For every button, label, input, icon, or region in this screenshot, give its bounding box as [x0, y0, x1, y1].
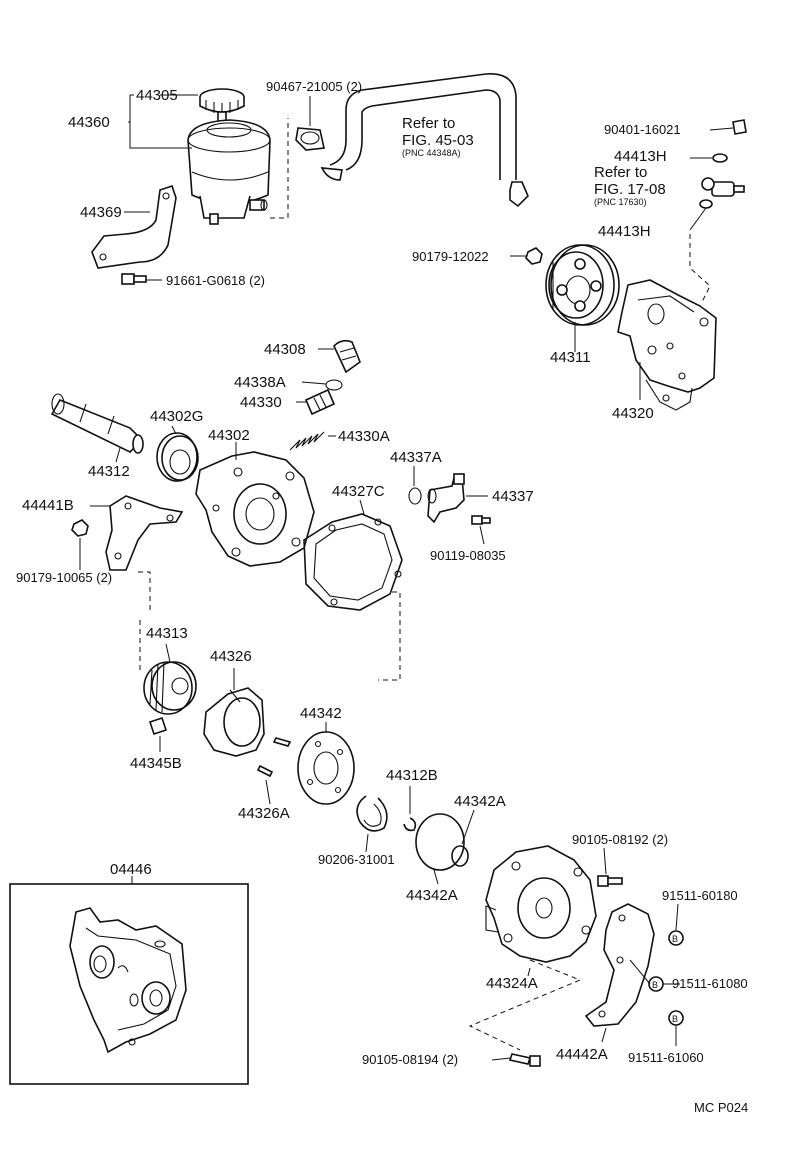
- label-44413H-bottom: 44413H: [598, 223, 651, 240]
- bracket-44441B: [105, 495, 184, 571]
- label-refer-fig-45-03-a: Refer to: [402, 115, 455, 132]
- label-91511-61060: 91511-61060: [628, 1050, 704, 1065]
- pressure-switch: [701, 177, 745, 197]
- gasket-44327C: [303, 513, 403, 611]
- label-90401-16021: 90401-16021: [604, 122, 681, 137]
- svg-text:B: B: [672, 934, 678, 944]
- label-44442A: 44442A: [556, 1046, 608, 1063]
- flow-control-valve: [304, 388, 336, 416]
- bolt-90105-08192: [597, 875, 623, 887]
- label-91511-61080: 91511-61080: [672, 976, 748, 991]
- bolt-B-3: B: [668, 1010, 684, 1026]
- label-44312: 44312: [88, 463, 130, 480]
- label-44302G: 44302G: [150, 408, 203, 425]
- pin-upper: [272, 737, 292, 747]
- label-44312B: 44312B: [386, 767, 438, 784]
- label-91661-G0618: 91661-G0618 (2): [166, 273, 265, 288]
- label-90206-31001: 90206-31001: [318, 852, 395, 867]
- label-44326A: 44326A: [238, 805, 290, 822]
- svg-text:B: B: [672, 1014, 678, 1024]
- o-ring-44342A-small: [451, 845, 469, 867]
- pin-lower: [256, 764, 274, 778]
- label-44311: 44311: [550, 349, 591, 366]
- nut-90179-10065: [71, 519, 89, 537]
- pulley-nut: [525, 247, 543, 265]
- label-44330A: 44330A: [338, 428, 390, 445]
- label-44342A-lower: 44342A: [406, 887, 458, 904]
- label-90105-08192: 90105-08192 (2): [572, 832, 668, 847]
- label-04446: 04446: [110, 861, 152, 878]
- page-code: MC P024: [694, 1100, 748, 1115]
- inlet-union-44337: [427, 473, 465, 524]
- label-44305: 44305: [136, 87, 178, 104]
- label-refer-fig-17-08-a: Refer to: [594, 164, 647, 181]
- hose-clamp-top: [295, 127, 325, 151]
- vane-44345B: [148, 716, 168, 736]
- pump-body: [617, 279, 717, 411]
- o-ring-44338A: [325, 379, 343, 391]
- union-bolt-top: [732, 119, 747, 135]
- label-44338A: 44338A: [234, 374, 286, 391]
- label-44313: 44313: [146, 625, 188, 642]
- label-44342A-upper: 44342A: [454, 793, 506, 810]
- gasket-kit-box: [9, 876, 249, 1085]
- label-44345B: 44345B: [130, 755, 182, 772]
- rear-housing-44324A: [485, 845, 597, 963]
- svg-text:B: B: [652, 980, 658, 990]
- label-91511-60180: 91511-60180: [662, 888, 738, 903]
- bolt-90119-08035: [471, 515, 491, 525]
- reservoir-bracket: [91, 184, 177, 269]
- label-44342: 44342: [300, 705, 342, 722]
- cam-ring-44326: [203, 687, 265, 757]
- label-44326: 44326: [210, 648, 252, 665]
- label-44302: 44302: [208, 427, 250, 444]
- union-44308: [333, 339, 361, 374]
- label-44327C: 44327C: [332, 483, 385, 500]
- o-ring-44337A: [408, 487, 422, 505]
- label-44337A: 44337A: [390, 449, 442, 466]
- reservoir-tank: [187, 119, 271, 225]
- label-44308: 44308: [264, 341, 306, 358]
- label-90119-08035: 90119-08035: [430, 548, 506, 563]
- label-90179-10065: 90179-10065 (2): [16, 570, 112, 585]
- spring-44330A: [289, 431, 325, 451]
- oil-seal-44302G: [156, 432, 199, 482]
- gasket-kit-illustration: [69, 907, 187, 1054]
- label-44324A: 44324A: [486, 975, 538, 992]
- label-44337: 44337: [492, 488, 534, 505]
- gasket-ring-bottom: [699, 199, 713, 209]
- label-44413H-top: 44413H: [614, 148, 667, 165]
- label-90105-08194: 90105-08194 (2): [362, 1052, 458, 1067]
- snap-ring-90206: [356, 795, 388, 832]
- bolt-B-1: B: [668, 930, 684, 946]
- label-90179-12022: 90179-12022: [412, 249, 489, 264]
- label-44360: 44360: [68, 114, 110, 131]
- label-refer-fig-17-08-b: FIG. 17-08: [594, 181, 666, 198]
- snap-ring-44312B: [403, 817, 417, 832]
- o-ring-44342A-large: [415, 813, 465, 871]
- reservoir-cap: [199, 88, 245, 127]
- pump-pulley: [545, 244, 620, 326]
- label-refer-pnc-44348A: (PNC 44348A): [402, 148, 461, 158]
- label-44441B: 44441B: [22, 497, 74, 514]
- bolt-90105-08194: [508, 1053, 541, 1067]
- label-refer-fig-45-03-b: FIG. 45-03: [402, 132, 474, 149]
- pressure-plate-44342: [297, 731, 355, 805]
- front-housing: [195, 451, 315, 567]
- gasket-ring-top: [712, 153, 728, 163]
- reservoir-hose: [320, 73, 529, 208]
- bracket-44442A: [584, 903, 655, 1027]
- label-refer-pnc-17630: (PNC 17630): [594, 197, 647, 207]
- rotor-44313: [143, 661, 197, 715]
- pump-shaft: [50, 393, 144, 454]
- bolt-B-2: B: [648, 976, 664, 992]
- reservoir-bracket-bolt: [121, 273, 162, 285]
- label-90467-21005: 90467-21005 (2): [266, 79, 362, 94]
- label-44369: 44369: [80, 204, 122, 221]
- label-44320: 44320: [612, 405, 654, 422]
- label-44330: 44330: [240, 394, 282, 411]
